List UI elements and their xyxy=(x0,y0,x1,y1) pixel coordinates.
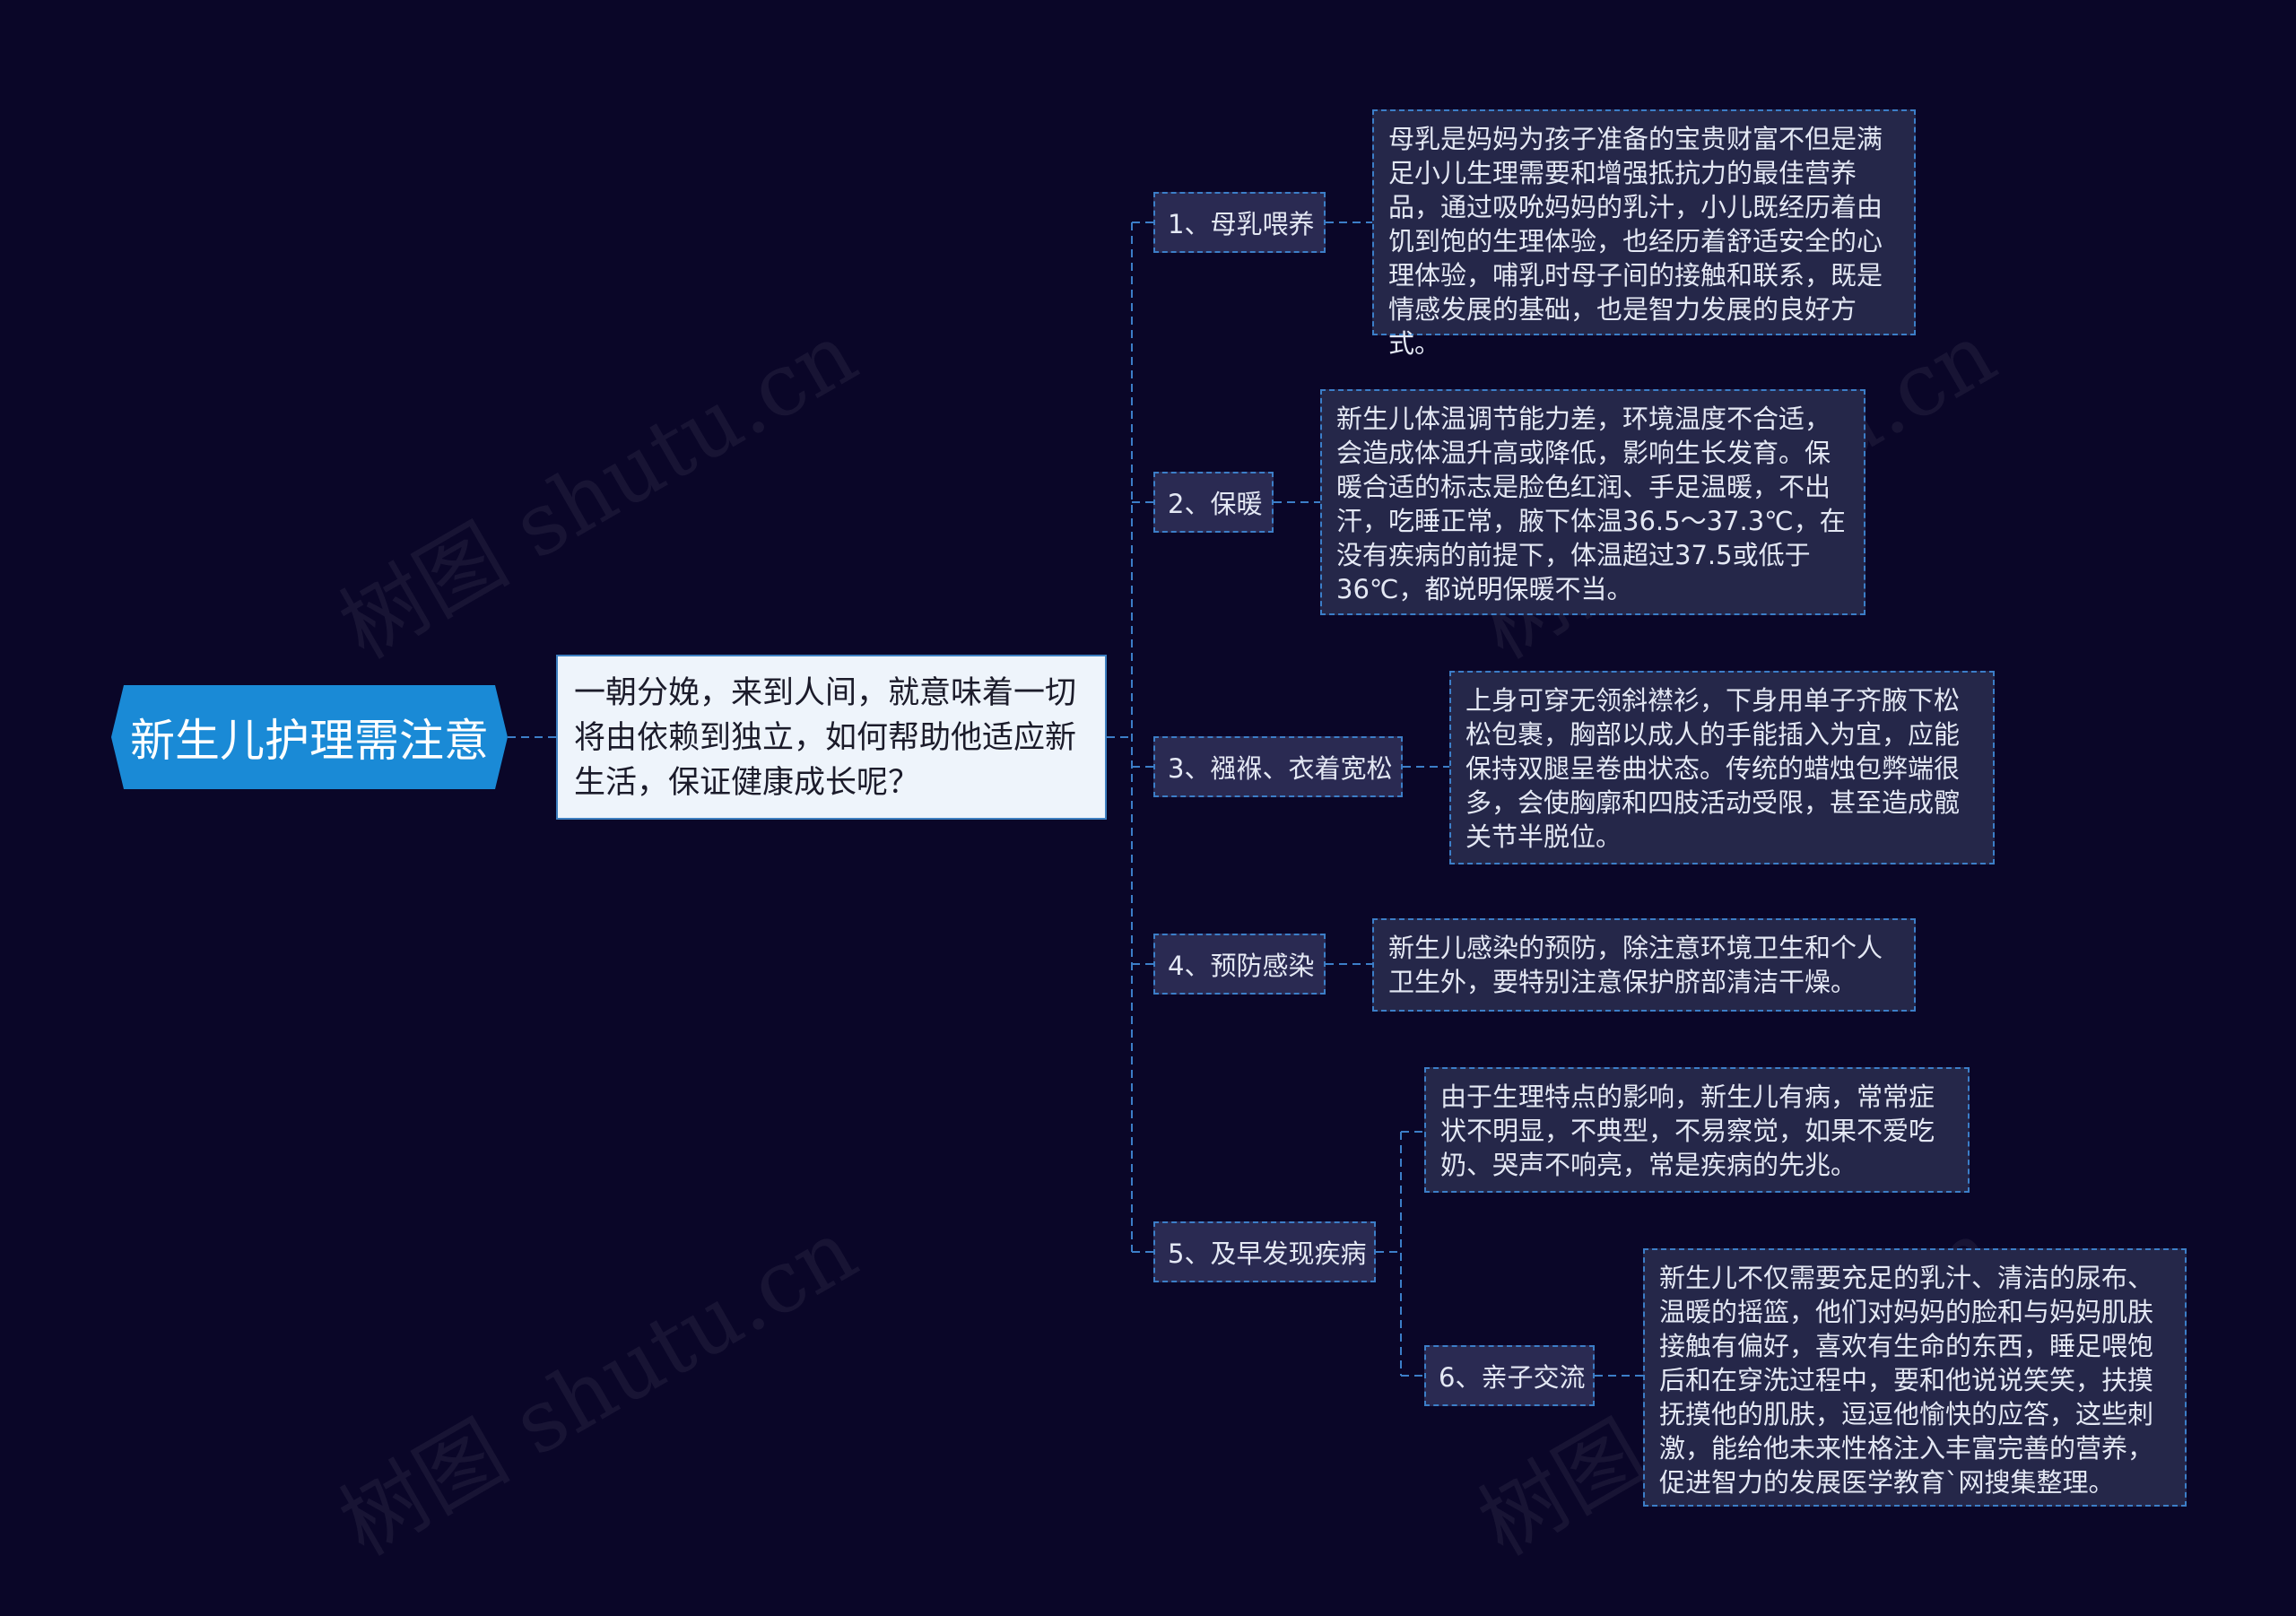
detail-text: 上身可穿无领斜襟衫，下身用单子齐腋下松松包裹，胸部以成人的手能插入为宜，应能保持… xyxy=(1465,685,1961,852)
intro-text: 一朝分娩，来到人间，就意味着一切将由依赖到独立，如何帮助他适应新生活，保证健康成… xyxy=(574,675,1077,801)
topic-node-parent-child[interactable]: 6、亲子交流 xyxy=(1424,1345,1595,1406)
detail-node-warmth[interactable]: 新生儿体温调节能力差，环境温度不合适，会造成体温升高或降低，影响生长发育。保暖合… xyxy=(1320,389,1866,615)
detail-text: 新生儿体温调节能力差，环境温度不合适，会造成体温升高或降低，影响生长发育。保暖合… xyxy=(1336,404,1846,604)
detail-text: 新生儿不仅需要充足的乳汁、清洁的尿布、温暖的摇篮，他们对妈妈的脸和与妈妈肌肤接触… xyxy=(1659,1263,2154,1498)
detail-text: 由于生理特点的影响，新生儿有病，常常症状不明显，不典型，不易察觉，如果不爱吃奶、… xyxy=(1440,1082,1935,1180)
root-node[interactable]: 新生儿护理需注意 xyxy=(111,685,508,789)
topic-node-infection[interactable]: 4、预防感染 xyxy=(1153,934,1326,995)
root-title: 新生儿护理需注意 xyxy=(130,715,489,767)
detail-node-breastfeeding[interactable]: 母乳是妈妈为孩子准备的宝贵财富不但是满足小儿生理需要和增强抵抗力的最佳营养品，通… xyxy=(1372,109,1916,359)
topic-label: 6、亲子交流 xyxy=(1439,1362,1586,1393)
intro-node[interactable]: 一朝分娩，来到人间，就意味着一切将由依赖到独立，如何帮助他适应新生活，保证健康成… xyxy=(556,655,1107,820)
detail-node-infection[interactable]: 新生儿感染的预防，除注意环境卫生和个人卫生外，要特别注意保护脐部清洁干燥。 xyxy=(1372,918,1916,1012)
detail-node-parent-child[interactable]: 新生儿不仅需要充足的乳汁、清洁的尿布、温暖的摇篮，他们对妈妈的脸和与妈妈肌肤接触… xyxy=(1643,1248,2187,1507)
detail-node-swaddling[interactable]: 上身可穿无领斜襟衫，下身用单子齐腋下松松包裹，胸部以成人的手能插入为宜，应能保持… xyxy=(1449,671,1995,864)
topic-label: 4、预防感染 xyxy=(1168,951,1315,981)
detail-node-early-detection[interactable]: 由于生理特点的影响，新生儿有病，常常症状不明显，不典型，不易察觉，如果不爱吃奶、… xyxy=(1424,1067,1970,1193)
detail-text: 母乳是妈妈为孩子准备的宝贵财富不但是满足小儿生理需要和增强抵抗力的最佳营养品，通… xyxy=(1388,124,1883,359)
topic-node-breastfeeding[interactable]: 1、母乳喂养 xyxy=(1153,192,1326,253)
topic-label: 2、保暖 xyxy=(1168,489,1263,519)
topic-node-early-detection[interactable]: 5、及早发现疾病 xyxy=(1153,1221,1376,1282)
topic-label: 3、襁褓、衣着宽松 xyxy=(1168,753,1393,784)
topic-label: 5、及早发现疾病 xyxy=(1168,1238,1367,1269)
topic-node-warmth[interactable]: 2、保暖 xyxy=(1153,472,1274,533)
topic-node-swaddling[interactable]: 3、襁褓、衣着宽松 xyxy=(1153,736,1403,797)
detail-text: 新生儿感染的预防，除注意环境卫生和个人卫生外，要特别注意保护脐部清洁干燥。 xyxy=(1388,933,1883,997)
topic-label: 1、母乳喂养 xyxy=(1168,209,1315,239)
